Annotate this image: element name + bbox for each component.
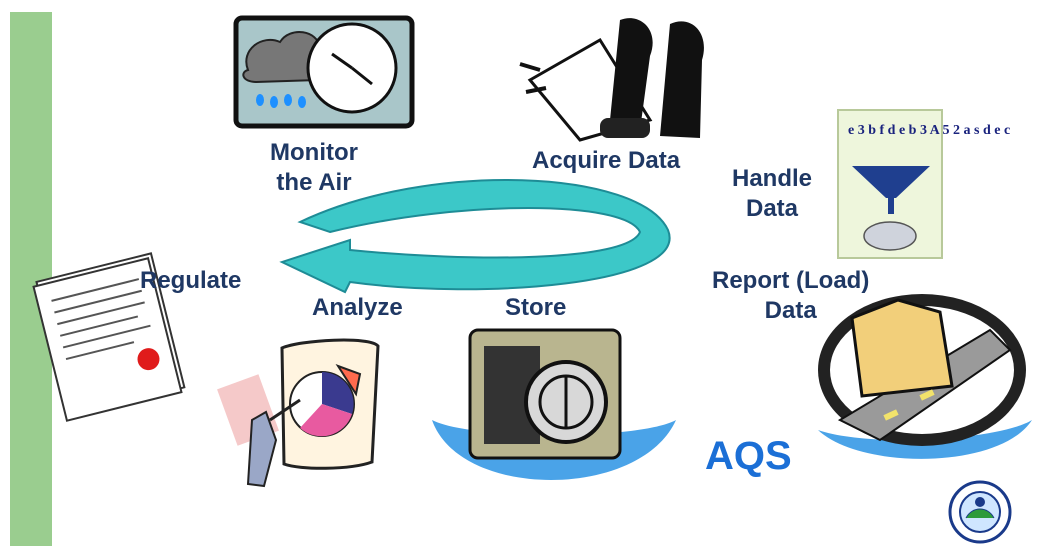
label-regulate: Regulate [140, 266, 241, 296]
label-acquire-data: Acquire Data [532, 146, 680, 176]
researchers-printout-icon [519, 18, 704, 142]
folder-road-icon [818, 294, 1032, 459]
epa-seal-icon [948, 480, 1012, 544]
label-regulate-text: Regulate [140, 267, 242, 294]
cycle-arrow [279, 179, 671, 294]
presentation-pie-chart-icon [217, 338, 380, 488]
label-aqs: AQS [705, 434, 792, 478]
data-funnel-brain-icon: e 3 b f d e b 3 A 5 2 a s d e c [837, 109, 1010, 259]
certificate-document-icon [32, 252, 186, 422]
label-analyze: Analyze [312, 293, 403, 323]
label-analyze-text: Analyze [312, 294, 403, 321]
label-store-text: Store [505, 294, 567, 321]
label-handle-line2: Data [745, 195, 799, 222]
label-handle-data: Handle Data [732, 164, 812, 224]
handle-data-characters: e 3 b f d e b 3 A 5 2 a s d e c [848, 123, 1010, 138]
weather-clock-icon [233, 15, 415, 129]
label-report-load-data: Report (Load) Data [712, 266, 869, 326]
label-report-line2: Data [764, 297, 817, 324]
label-acquire-text: Acquire Data [532, 147, 681, 174]
label-report-line1: Report (Load) [712, 267, 870, 294]
bank-vault-icon [432, 328, 676, 480]
label-monitor-line2: the Air [276, 169, 352, 196]
label-handle-line1: Handle [732, 165, 813, 192]
label-monitor-the-air: Monitor the Air [270, 138, 358, 198]
label-monitor-line1: Monitor [270, 139, 358, 166]
label-store: Store [505, 293, 566, 323]
